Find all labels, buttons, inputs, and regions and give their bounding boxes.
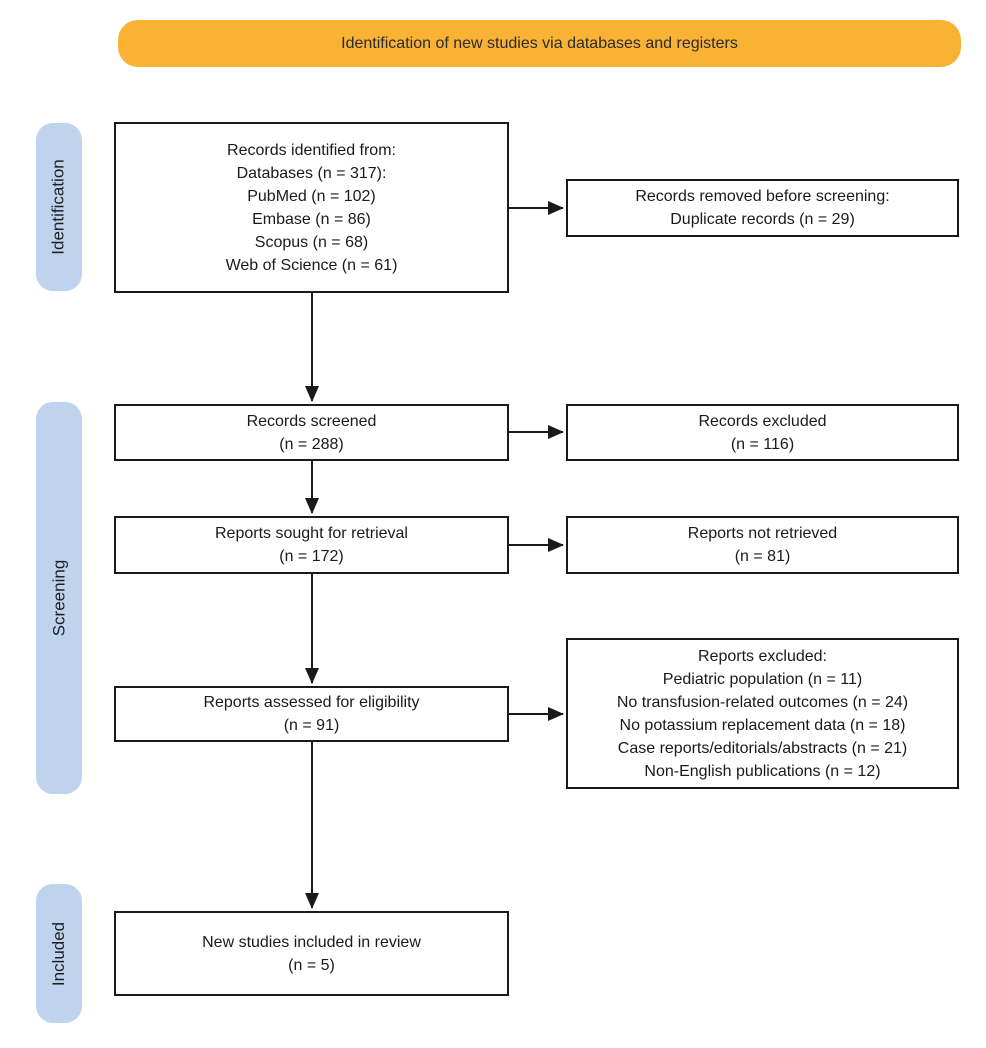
box-line: (n = 5) — [288, 956, 335, 974]
box-line: (n = 91) — [283, 717, 340, 734]
box-line: (n = 81) — [734, 548, 791, 565]
stage-label-identification: Identification — [36, 123, 82, 291]
stage-label-included: Included — [36, 884, 82, 1023]
title-banner-label: Identification of new studies via databa… — [341, 34, 738, 52]
box-line: Reports not retrieved — [687, 525, 838, 542]
box-new-studies-included: New studies included in review (n = 5) — [114, 911, 509, 996]
box-line: Non-English publications (n = 12) — [644, 762, 881, 780]
box-line: Reports assessed for eligibility — [203, 694, 420, 711]
box-line: Records identified from: — [227, 141, 396, 159]
stage-label-screening: Screening — [36, 402, 82, 794]
box-line: PubMed (n = 102) — [247, 187, 376, 205]
box-line: (n = 172) — [279, 548, 344, 565]
box-records-identified: Records identified from: Databases (n = … — [114, 122, 509, 293]
box-line: No transfusion-related outcomes (n = 24) — [616, 693, 909, 711]
box-reports-not-retrieved: Reports not retrieved (n = 81) — [566, 516, 959, 574]
box-reports-excluded: Reports excluded: Pediatric population (… — [566, 638, 959, 789]
box-reports-assessed: Reports assessed for eligibility (n = 91… — [114, 686, 509, 742]
box-line: Records excluded — [698, 412, 827, 430]
box-line: Case reports/editorials/abstracts (n = 2… — [617, 739, 908, 757]
box-records-excluded: Records excluded (n = 116) — [566, 404, 959, 461]
box-line: Web of Science (n = 61) — [225, 256, 398, 274]
title-banner: Identification of new studies via databa… — [118, 20, 961, 67]
box-line: Databases (n = 317): — [236, 164, 387, 182]
box-line: New studies included in review — [202, 933, 421, 951]
box-reports-sought: Reports sought for retrieval (n = 172) — [114, 516, 509, 574]
box-line: Duplicate records (n = 29) — [670, 211, 855, 228]
box-line: (n = 288) — [279, 435, 344, 453]
box-line: Records screened — [246, 412, 377, 430]
box-line: Pediatric population (n = 11) — [662, 670, 863, 688]
box-line: Reports excluded: — [698, 647, 827, 665]
box-records-removed: Records removed before screening: Duplic… — [566, 179, 959, 237]
box-line: Scopus (n = 68) — [254, 233, 369, 251]
box-line: Reports sought for retrieval — [215, 525, 408, 542]
box-line: Records removed before screening: — [635, 188, 890, 205]
box-line: (n = 116) — [730, 435, 795, 453]
box-line: No potassium replacement data (n = 18) — [619, 716, 906, 734]
box-records-screened: Records screened (n = 288) — [114, 404, 509, 461]
box-line: Embase (n = 86) — [252, 210, 371, 228]
